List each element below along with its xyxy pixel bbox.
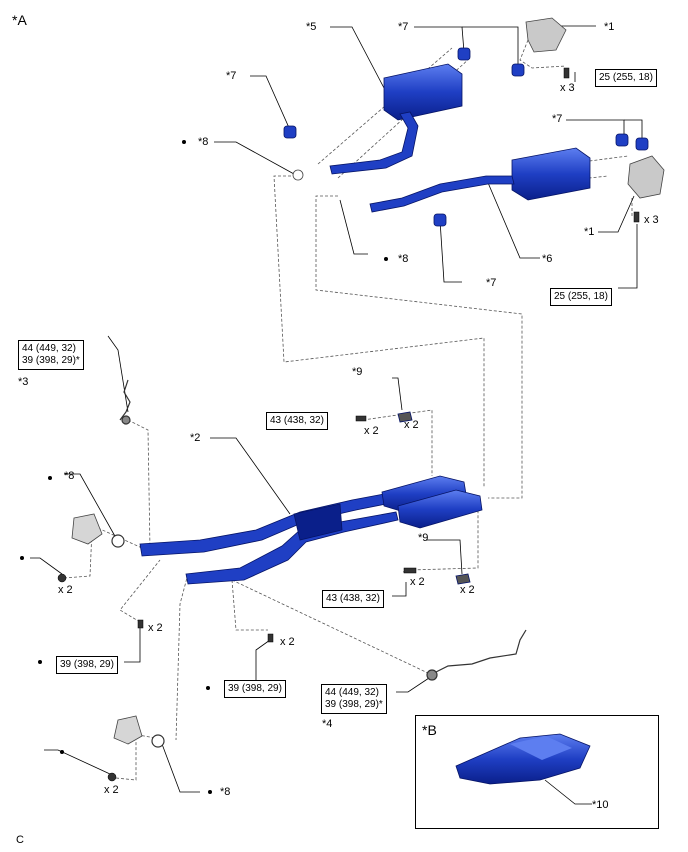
callout-2: *2 [190,432,201,444]
qty-nut-upper: x 2 [58,584,73,596]
cushion-6 [433,213,447,227]
gasket-upper [292,169,304,181]
nut-left-upper [57,573,67,583]
torque-value: 44 (449, 32) [22,343,76,354]
cushion-2 [457,47,471,61]
leader-lines [30,25,643,805]
torque-box-insulator-right: 25 (255, 18) [550,288,612,306]
corner-label: C [16,834,24,846]
torque-value: 43 (438, 32) [270,415,324,426]
gasket-left-lower [151,734,165,748]
bolt-insulator-right [633,211,640,223]
torque-box-clamp-upper: 43 (438, 32) [266,412,328,430]
callout-8-bottom: *8 [220,786,231,798]
view-label-b: *B [422,722,437,738]
bullet-8-bottom [208,790,212,794]
bolt-center [267,633,274,643]
torque-box-bolt-left: 39 (398, 29) [56,656,118,674]
bolt-clamp-lower [403,567,417,574]
oxygen-sensor-upper [119,379,131,421]
torque-value: 39 (398, 29) [228,683,282,694]
torque-value-alt: 39 (398, 29)* [22,355,80,366]
bullet-nut-upper [20,556,24,560]
cushion-4 [615,133,629,147]
callout-1-right: *1 [584,226,595,238]
qty-insulator-right: x 3 [644,214,659,226]
torque-value: 44 (449, 32) [325,687,379,698]
tailpipe-assembly-right [511,147,591,201]
bullet-bolt-center [206,686,210,690]
tailpipe-assembly-left [383,63,463,121]
callout-1-top: *1 [604,21,615,33]
cushion-1 [283,125,297,139]
qty-bolt-left: x 2 [148,622,163,634]
torque-box-bolt-center: 39 (398, 29) [224,680,286,698]
heat-insulator-left-upper [71,513,103,545]
callout-8-upper: *8 [198,136,209,148]
torque-box-sensor-lower: 44 (449, 32) 39 (398, 29)* [321,684,387,714]
callout-7-left: *7 [226,70,237,82]
fasteners [57,67,640,782]
torque-value: 43 (438, 32) [326,593,380,604]
callout-5: *5 [306,21,317,33]
clamp-upper [397,411,413,423]
callout-7-top: *7 [398,21,409,33]
qty-bolt-center: x 2 [280,636,295,648]
view-label-a: *A [12,12,27,28]
blue-parts [111,47,649,785]
callout-8-middle: *8 [398,253,409,265]
bullet-8-middle [384,257,388,261]
qty-insulator-top: x 3 [560,82,575,94]
torque-value: 25 (255, 18) [599,72,653,83]
torque-value-alt: 39 (398, 29)* [325,699,383,710]
heat-insulator-left-lower [113,715,143,745]
callout-8-left: *8 [64,470,75,482]
view-b-panel: *B *10 [415,715,659,829]
center-muffler-lower [397,489,483,529]
cushion-5 [635,137,649,151]
clamp-lower [455,573,471,585]
heat-insulator-top [525,17,567,53]
heat-insulator-right [627,155,665,199]
nut-left-lower [107,772,117,782]
callout-9-upper: *9 [352,366,363,378]
qty-nut-lower: x 2 [104,784,119,796]
bullet-8-left [48,476,52,480]
callout-9-lower: *9 [418,532,429,544]
assembly-dashed-lines [63,39,633,781]
torque-box-sensor-upper: 44 (449, 32) 39 (398, 29)* [18,340,84,370]
tailpipe-right-pipe [369,175,515,213]
oxygen-sensors [119,379,527,681]
gasket-left-upper [111,534,125,548]
qty-clamp-lower: x 2 [460,584,475,596]
callout-7-right: *7 [552,113,563,125]
tailpipe-left-pipe [329,111,419,175]
qty-clamp-bolt-upper: x 2 [364,425,379,437]
callout-6: *6 [542,253,553,265]
callout-4: *4 [322,718,333,730]
heat-insulators [71,17,665,745]
oxygen-sensor-lower [431,629,527,675]
bolt-insulator-top [563,67,570,79]
callout-3: *3 [18,376,29,388]
bullet-bolt-left [38,660,42,664]
qty-clamp-bolt-lower: x 2 [410,576,425,588]
callout-7-lower: *7 [486,277,497,289]
bolt-left [137,619,144,629]
torque-value: 25 (255, 18) [554,291,608,302]
torque-box-clamp-lower: 43 (438, 32) [322,590,384,608]
center-pipe-resonator [293,503,343,541]
torque-value: 39 (398, 29) [60,659,114,670]
center-pipe-right-branch [185,511,399,585]
cushion-3 [511,63,525,77]
bullet-8-upper [182,140,186,144]
bolt-clamp-upper [355,415,367,422]
qty-clamp-upper: x 2 [404,419,419,431]
torque-box-insulator-top: 25 (255, 18) [595,69,657,87]
bullet-nut-lower [60,750,64,754]
callout-10: *10 [592,799,609,811]
